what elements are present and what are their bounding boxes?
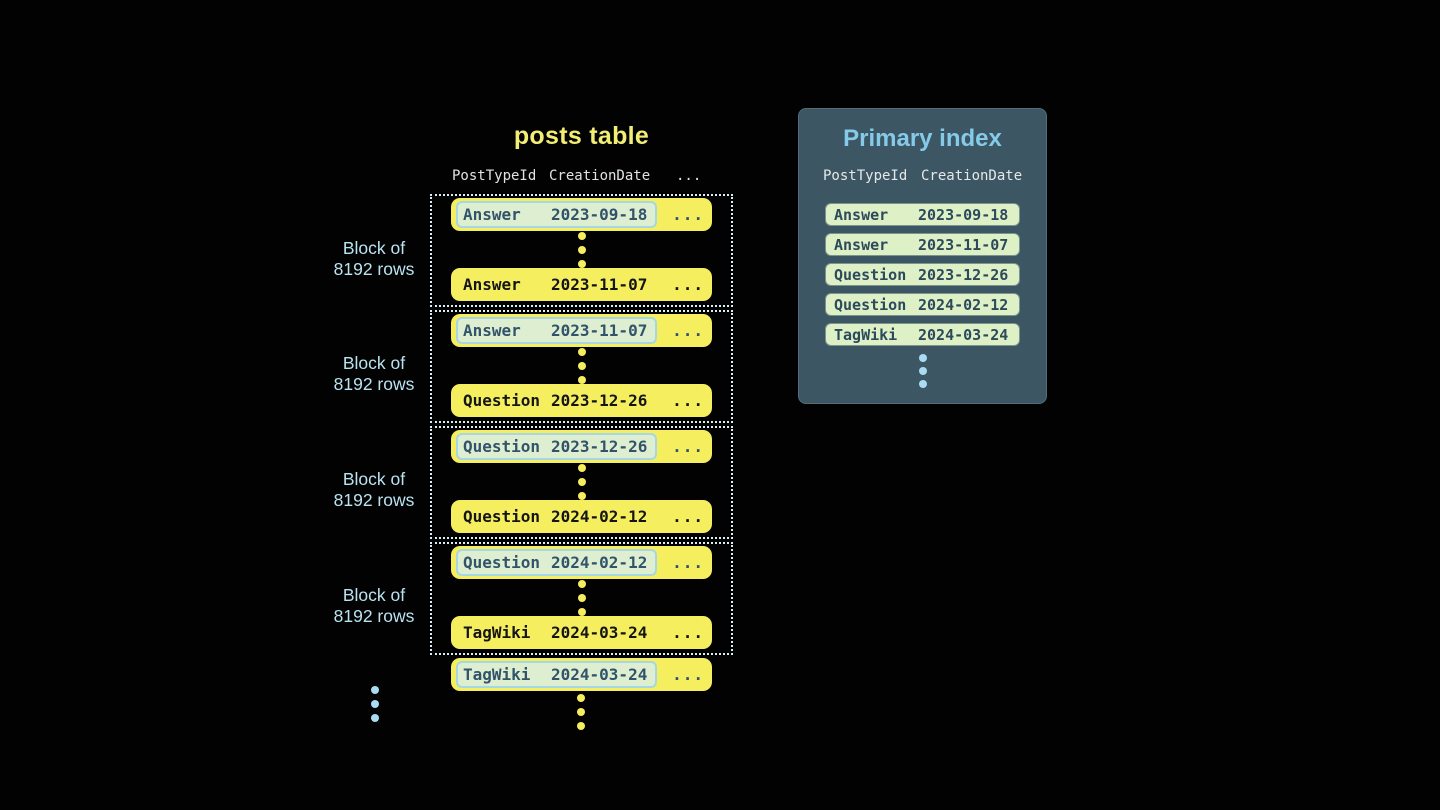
creationdate-value: 2024-03-24 <box>918 325 1009 344</box>
index-continues-ellipsis-icon <box>918 354 927 388</box>
index-entry: Question 2023-12-26 <box>825 263 1020 286</box>
table-continues-ellipsis-icon <box>577 694 585 730</box>
block-label-line2: 8192 rows <box>333 259 415 279</box>
posttypeid-value: Answer <box>463 205 521 224</box>
indexed-cell: Question 2024-02-12 <box>456 549 658 576</box>
row-ellipsis: ... <box>672 665 704 684</box>
block-label-line2: 8192 rows <box>333 606 415 626</box>
row-cell: Question 2024-02-12 <box>456 503 657 530</box>
posttypeid-value: Question <box>834 295 907 314</box>
creationdate-value: 2024-02-12 <box>551 507 648 526</box>
overflow-first-row: TagWiki 2024-03-24 ... <box>451 658 712 691</box>
row-ellipsis: ... <box>672 553 704 572</box>
posttypeid-value: TagWiki <box>463 623 531 642</box>
block-label-2: Block of 8192 rows <box>314 353 434 395</box>
index-header-creationdate: CreationDate <box>921 168 1023 184</box>
posttypeid-value: TagWiki <box>834 325 898 344</box>
vertical-ellipsis-icon <box>577 579 586 616</box>
block-last-row: Answer 2023-11-07 ... <box>451 268 712 301</box>
posts-block-3: Question 2023-12-26 ... Question 2024-02… <box>430 426 733 539</box>
index-entry: Question 2024-02-12 <box>825 293 1020 316</box>
block-label-line1: Block of <box>342 353 406 373</box>
block-last-row: TagWiki 2024-03-24 ... <box>451 616 712 649</box>
posttypeid-value: Answer <box>463 321 521 340</box>
block-first-row: Question 2024-02-12 ... <box>451 546 712 579</box>
block-first-row: Answer 2023-11-07 ... <box>451 314 712 347</box>
posts-block-2: Answer 2023-11-07 ... Question 2023-12-2… <box>430 310 733 423</box>
row-ellipsis: ... <box>672 205 704 224</box>
posttypeid-value: Question <box>463 391 541 410</box>
block-label-line2: 8192 rows <box>333 374 415 394</box>
posttypeid-value: Answer <box>463 275 521 294</box>
indexed-cell: Answer 2023-09-18 <box>456 201 658 228</box>
creationdate-value: 2023-12-26 <box>551 391 648 410</box>
creationdate-value: 2023-12-26 <box>551 437 648 456</box>
block-label-line1: Block of <box>342 585 406 605</box>
row-ellipsis: ... <box>672 321 704 340</box>
block-label-3: Block of 8192 rows <box>314 469 434 511</box>
posts-block-4: Question 2024-02-12 ... TagWiki 2024-03-… <box>430 542 733 655</box>
creationdate-value: 2024-02-12 <box>918 295 1009 314</box>
posttypeid-value: Question <box>834 265 907 284</box>
posttypeid-value: Answer <box>834 235 889 254</box>
block-first-row: Answer 2023-09-18 ... <box>451 198 712 231</box>
index-entry: Answer 2023-09-18 <box>825 203 1020 226</box>
row-cell: Answer 2023-11-07 <box>456 271 657 298</box>
posts-table-blocks: Answer 2023-09-18 ... Answer 2023-11-07 … <box>430 194 733 658</box>
row-ellipsis: ... <box>672 275 704 294</box>
block-last-row: Question 2024-02-12 ... <box>451 500 712 533</box>
index-header-posttypeid: PostTypeId <box>823 168 908 184</box>
posttypeid-value: TagWiki <box>463 665 531 684</box>
row-cell: Question 2023-12-26 <box>456 387 657 414</box>
vertical-ellipsis-icon <box>577 231 586 268</box>
vertical-ellipsis-icon <box>577 347 586 384</box>
creationdate-value: 2024-02-12 <box>551 553 648 572</box>
row-cell: TagWiki 2024-03-24 <box>456 619 657 646</box>
vertical-ellipsis-icon <box>577 463 586 500</box>
posts-block-1: Answer 2023-09-18 ... Answer 2023-11-07 … <box>430 194 733 307</box>
block-label-line2: 8192 rows <box>333 490 415 510</box>
block-label-line1: Block of <box>342 469 406 489</box>
blocks-continue-ellipsis-icon <box>371 686 379 722</box>
posts-table-title: posts table <box>513 122 650 150</box>
creationdate-value: 2023-09-18 <box>918 205 1009 224</box>
indexed-cell: Answer 2023-11-07 <box>456 317 658 344</box>
row-ellipsis: ... <box>672 507 704 526</box>
creationdate-value: 2024-03-24 <box>551 665 648 684</box>
posts-header-ellipsis: ... <box>676 168 702 184</box>
posts-header-posttypeid: PostTypeId <box>452 168 537 184</box>
block-label-4: Block of 8192 rows <box>314 585 434 627</box>
creationdate-value: 2023-11-07 <box>551 321 648 340</box>
creationdate-value: 2024-03-24 <box>551 623 648 642</box>
index-entry: Answer 2023-11-07 <box>825 233 1020 256</box>
block-last-row: Question 2023-12-26 ... <box>451 384 712 417</box>
posttypeid-value: Question <box>463 437 541 456</box>
posttypeid-value: Answer <box>834 205 889 224</box>
posts-header-creationdate: CreationDate <box>549 168 651 184</box>
posttypeid-value: Question <box>463 553 541 572</box>
index-entry: TagWiki 2024-03-24 <box>825 323 1020 346</box>
primary-index-rows: Answer 2023-09-18 Answer 2023-11-07 Ques… <box>825 203 1020 353</box>
row-ellipsis: ... <box>672 391 704 410</box>
creationdate-value: 2023-12-26 <box>918 265 1009 284</box>
primary-index-title: Primary index <box>843 125 1002 152</box>
block-label-line1: Block of <box>342 238 406 258</box>
posttypeid-value: Question <box>463 507 541 526</box>
creationdate-value: 2023-11-07 <box>551 275 648 294</box>
row-ellipsis: ... <box>672 437 704 456</box>
creationdate-value: 2023-11-07 <box>918 235 1009 254</box>
block-label-1: Block of 8192 rows <box>314 238 434 280</box>
primary-index-panel: Primary index PostTypeId CreationDate An… <box>798 108 1047 404</box>
row-ellipsis: ... <box>672 623 704 642</box>
indexed-cell: TagWiki 2024-03-24 <box>456 661 658 688</box>
creationdate-value: 2023-09-18 <box>551 205 648 224</box>
block-first-row: Question 2023-12-26 ... <box>451 430 712 463</box>
indexed-cell: Question 2023-12-26 <box>456 433 658 460</box>
